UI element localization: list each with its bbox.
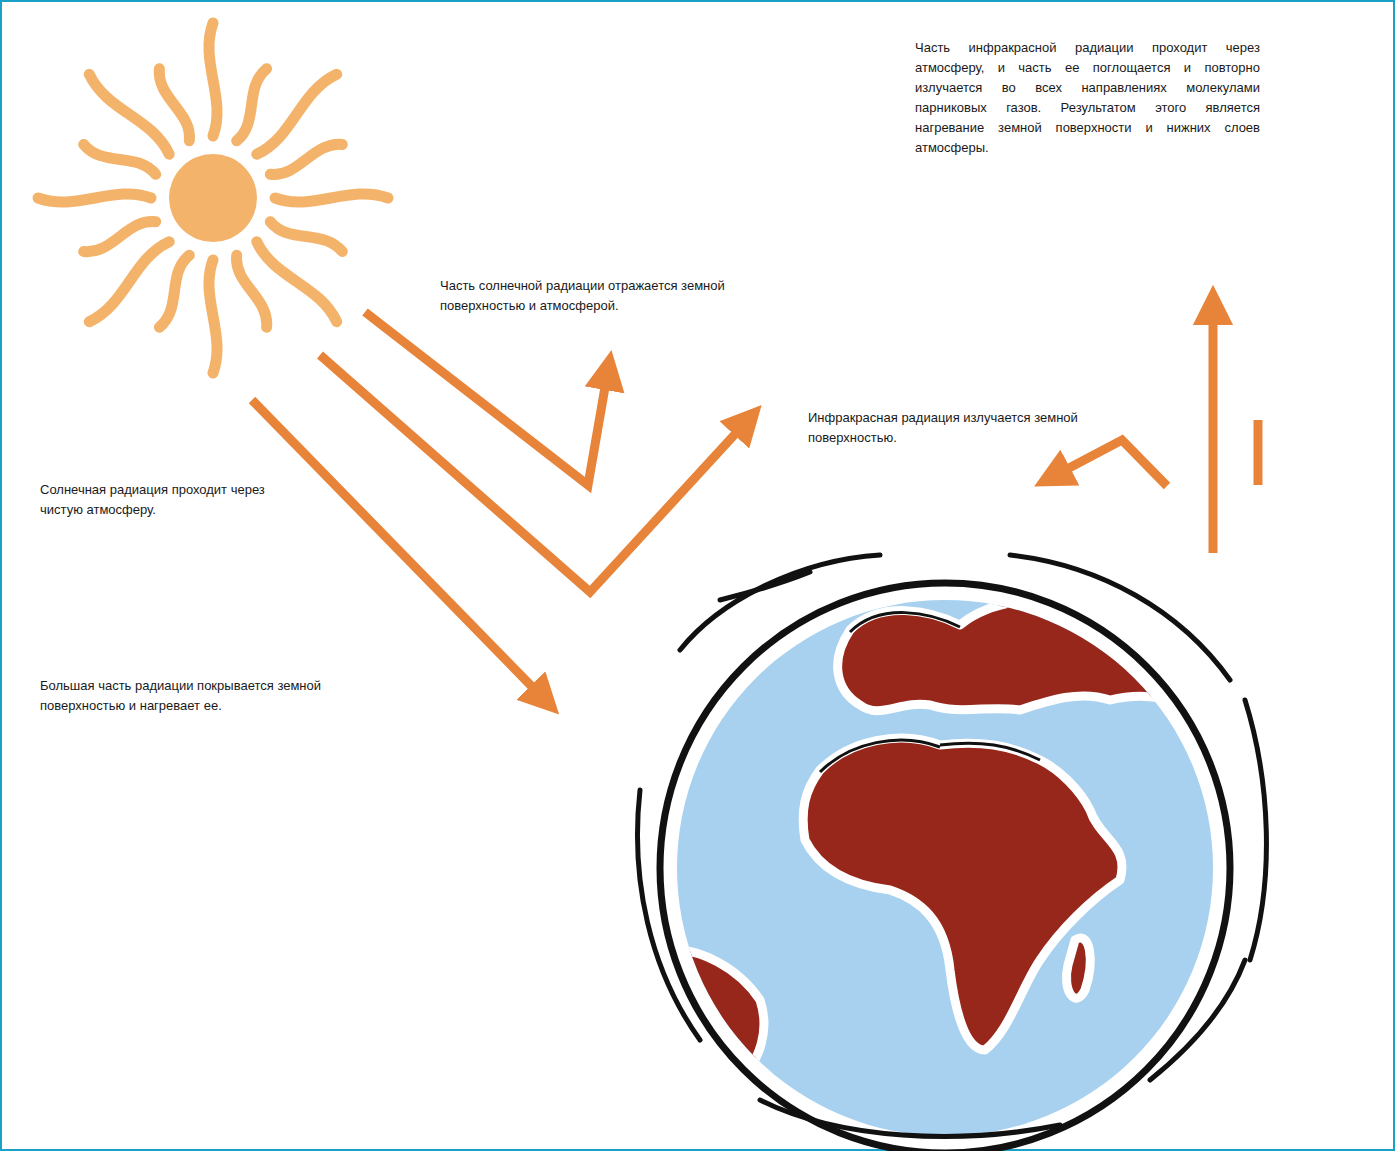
sun-ray (270, 144, 342, 174)
infrared-arrow (1209, 305, 1218, 553)
infrared-bar (1254, 420, 1263, 485)
sun-ray (84, 144, 156, 174)
annotation: Большая часть радиации покрывается земно… (40, 676, 390, 716)
annotation: Часть инфракрасной радиации проходит чер… (915, 38, 1260, 158)
earth (638, 555, 1267, 1151)
sun-ray (237, 69, 267, 141)
sun-ray (84, 222, 156, 252)
sun-ray (159, 69, 189, 141)
sun-ray (209, 23, 217, 136)
annotation: Солнечная радиация проходит через чистую… (40, 480, 285, 520)
infrared-arrow (1052, 440, 1167, 486)
sun-ray (237, 255, 267, 327)
reflected-arrow (320, 355, 748, 592)
annotation: Часть солнечной радиации отражается земн… (440, 276, 740, 316)
sun-ray (38, 194, 151, 202)
annotation: Инфракрасная радиация излучается земной … (808, 408, 1078, 448)
sun-ray (270, 222, 342, 252)
solar-arrow (252, 400, 545, 700)
sun-ray (159, 255, 189, 327)
sun-crescent (196, 166, 252, 237)
reflected-arrow (365, 312, 608, 485)
sun-ray (275, 194, 388, 202)
sun-rays (38, 23, 388, 373)
sun-ray (209, 260, 217, 373)
sun (169, 154, 257, 242)
